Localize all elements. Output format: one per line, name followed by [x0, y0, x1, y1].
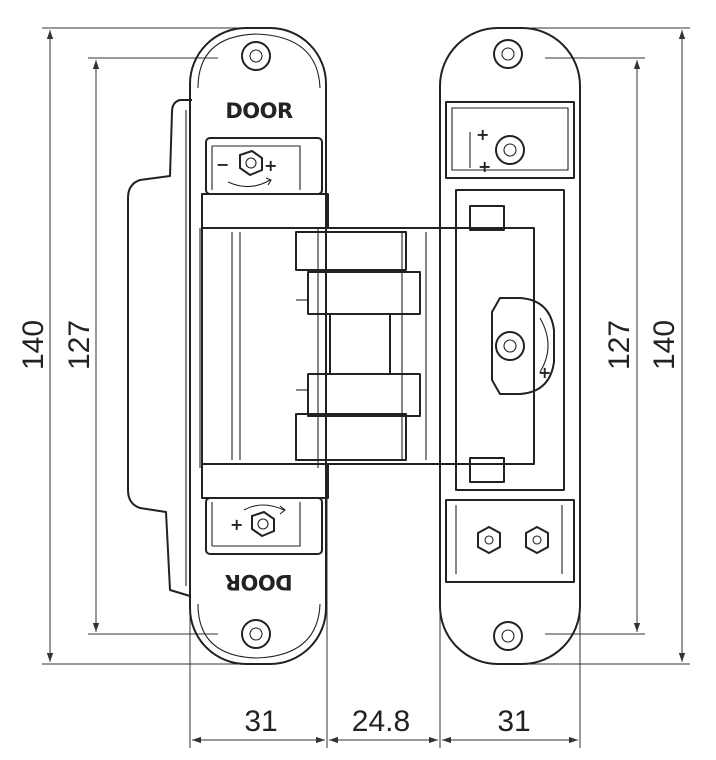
left-bottom-screw-hole	[241, 619, 271, 649]
minus-sign-top: −	[216, 155, 229, 174]
left-top-screw-hole	[241, 41, 271, 71]
dimension-overall-height-right: 140	[648, 320, 681, 370]
right-top-screw-center	[501, 47, 515, 61]
dimension-left-leaf-width: 31	[244, 705, 277, 738]
dimension-right-leaf-width: 31	[497, 705, 530, 738]
plus-sign-right-top: +	[476, 125, 489, 144]
door-label-top: DOOR	[225, 99, 293, 123]
plus-sign-right-top-lower: +	[478, 157, 491, 176]
right-bottom-screw-center	[501, 629, 515, 643]
left-dimension-lines	[42, 27, 262, 665]
right-dimension-lines	[505, 27, 690, 665]
right-bottom-left-hex-screw	[477, 525, 501, 555]
dimension-knuckle-width: 24.8	[352, 705, 410, 738]
left-hinge-leaf	[127, 27, 329, 665]
plus-sign-bottom: +	[230, 515, 243, 534]
dimension-inner-height-right: 127	[603, 320, 636, 370]
plus-sign-top: +	[264, 156, 277, 175]
right-top-adjust-screw	[469, 132, 525, 168]
left-bottom-screw-center	[249, 627, 263, 641]
door-label-bottom: DOOR	[225, 570, 293, 594]
right-hinge-leaf	[439, 27, 581, 665]
left-top-adjust-screw	[227, 149, 272, 188]
plus-sign-right-middle: +	[538, 363, 551, 382]
dimension-inner-height-left: 127	[63, 320, 96, 370]
left-bottom-adjust-screw	[243, 504, 286, 538]
right-bottom-screw-hole	[493, 621, 523, 651]
right-middle-adjust-screw	[495, 317, 549, 373]
hinge-knuckle	[201, 227, 535, 465]
left-top-screw-center	[249, 49, 263, 63]
dimension-overall-height-left: 140	[17, 320, 50, 370]
right-top-screw-hole	[493, 39, 523, 69]
right-bottom-right-hex-screw	[525, 525, 549, 555]
